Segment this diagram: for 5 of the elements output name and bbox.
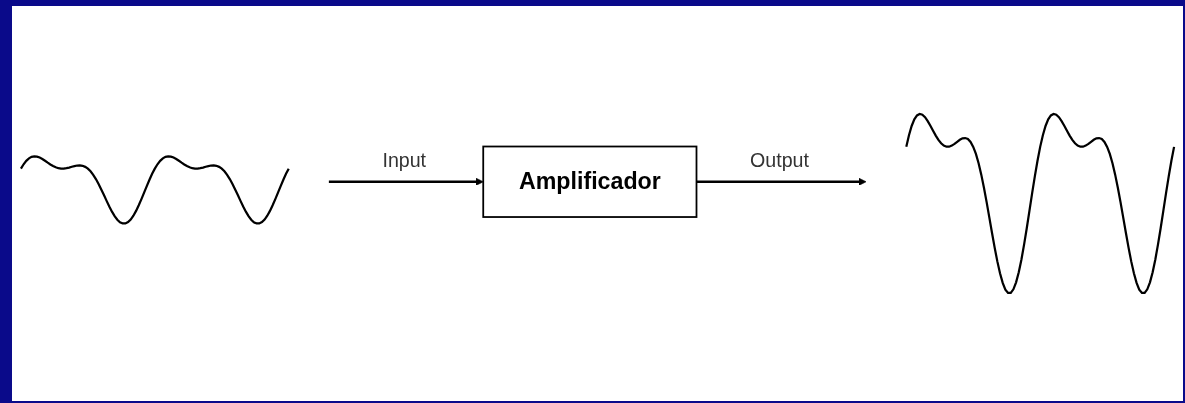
edge-label: Output (750, 149, 809, 172)
arrow (328, 177, 484, 186)
arrow (696, 177, 867, 186)
node-label: Amplificador (518, 167, 661, 195)
edge-label: Input (382, 149, 427, 172)
